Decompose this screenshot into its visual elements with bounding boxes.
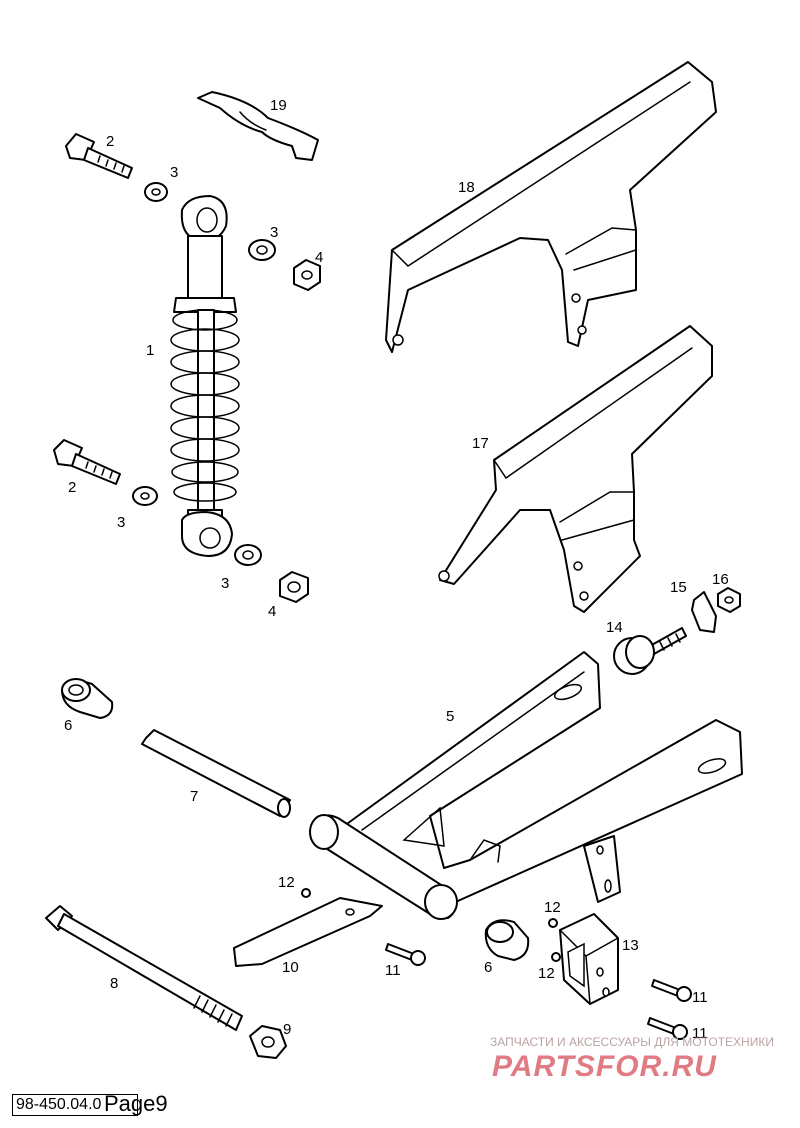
part-4-nut: [293, 259, 321, 291]
label-part-15: 15: [670, 579, 687, 596]
label-part-13: 13: [622, 937, 639, 954]
part-9-nut: [249, 1025, 287, 1059]
part-15-clip: [691, 591, 717, 633]
label-part-3: 3: [170, 164, 178, 181]
label-part-12: 12: [278, 874, 295, 891]
part-11-screw: [385, 943, 426, 966]
label-part-19: 19: [270, 97, 287, 114]
label-part-2: 2: [68, 479, 76, 496]
part-6-bushing: [61, 678, 114, 719]
part-11-screw: [651, 979, 692, 1002]
part-12-nut: [551, 952, 561, 962]
part-3-washer: [234, 544, 262, 566]
label-part-9: 9: [283, 1021, 291, 1038]
part-12-nut: [301, 888, 311, 898]
label-part-8: 8: [110, 975, 118, 992]
label-part-3: 3: [221, 575, 229, 592]
part-18-chain-guide: [385, 61, 717, 353]
label-part-11: 11: [692, 989, 708, 1006]
part-11-screw: [647, 1017, 688, 1040]
part-2-lower-bolt: [53, 439, 121, 485]
label-part-11: 11: [692, 1025, 708, 1042]
label-part-4: 4: [268, 603, 276, 620]
part-2-upper-bolt: [65, 133, 133, 179]
label-part-6: 6: [64, 717, 72, 734]
label-part-4: 4: [315, 249, 323, 266]
label-part-11: 11: [385, 962, 401, 979]
part-3-washer: [144, 182, 168, 202]
label-part-18: 18: [458, 179, 475, 196]
label-part-3: 3: [117, 514, 125, 531]
part-5-swingarm: [309, 651, 743, 920]
label-part-12: 12: [544, 899, 561, 916]
label-part-16: 16: [712, 571, 729, 588]
part-1-shock-absorber: [170, 195, 240, 557]
part-16-nut: [717, 587, 741, 613]
label-part-14: 14: [606, 619, 623, 636]
part-13-guide-block: [559, 913, 619, 1005]
watermark-brand: PARTSFOR.RU: [492, 1050, 717, 1083]
page-number: Page9: [104, 1091, 168, 1116]
label-part-3: 3: [270, 224, 278, 241]
label-part-17: 17: [472, 435, 489, 452]
part-12-nut: [548, 918, 558, 928]
part-17-chain-guide: [438, 325, 713, 613]
label-part-12: 12: [538, 965, 555, 982]
part-3-washer: [248, 239, 276, 261]
label-part-1: 1: [146, 342, 154, 359]
part-14-roller: [613, 627, 687, 675]
label-part-10: 10: [282, 959, 299, 976]
label-part-2: 2: [106, 133, 114, 150]
drawing-code: 98-450.04.0: [16, 1096, 102, 1113]
drawing-code-box: [12, 1094, 138, 1116]
part-3-washer: [132, 486, 158, 506]
part-10-slider: [233, 897, 383, 967]
label-part-5: 5: [446, 708, 454, 725]
part-8-axle-bolt: [45, 905, 243, 1031]
part-7-tube: [141, 729, 291, 818]
label-part-7: 7: [190, 788, 198, 805]
label-part-6: 6: [484, 959, 492, 976]
part-19-spanner: [197, 91, 319, 161]
part-6-bushing: [484, 919, 530, 961]
watermark-tagline: ЗАПЧАСТИ И АКСЕССУАРЫ ДЛЯ МОТОТЕХНИКИ: [490, 1035, 774, 1049]
part-4-nut: [279, 571, 309, 603]
